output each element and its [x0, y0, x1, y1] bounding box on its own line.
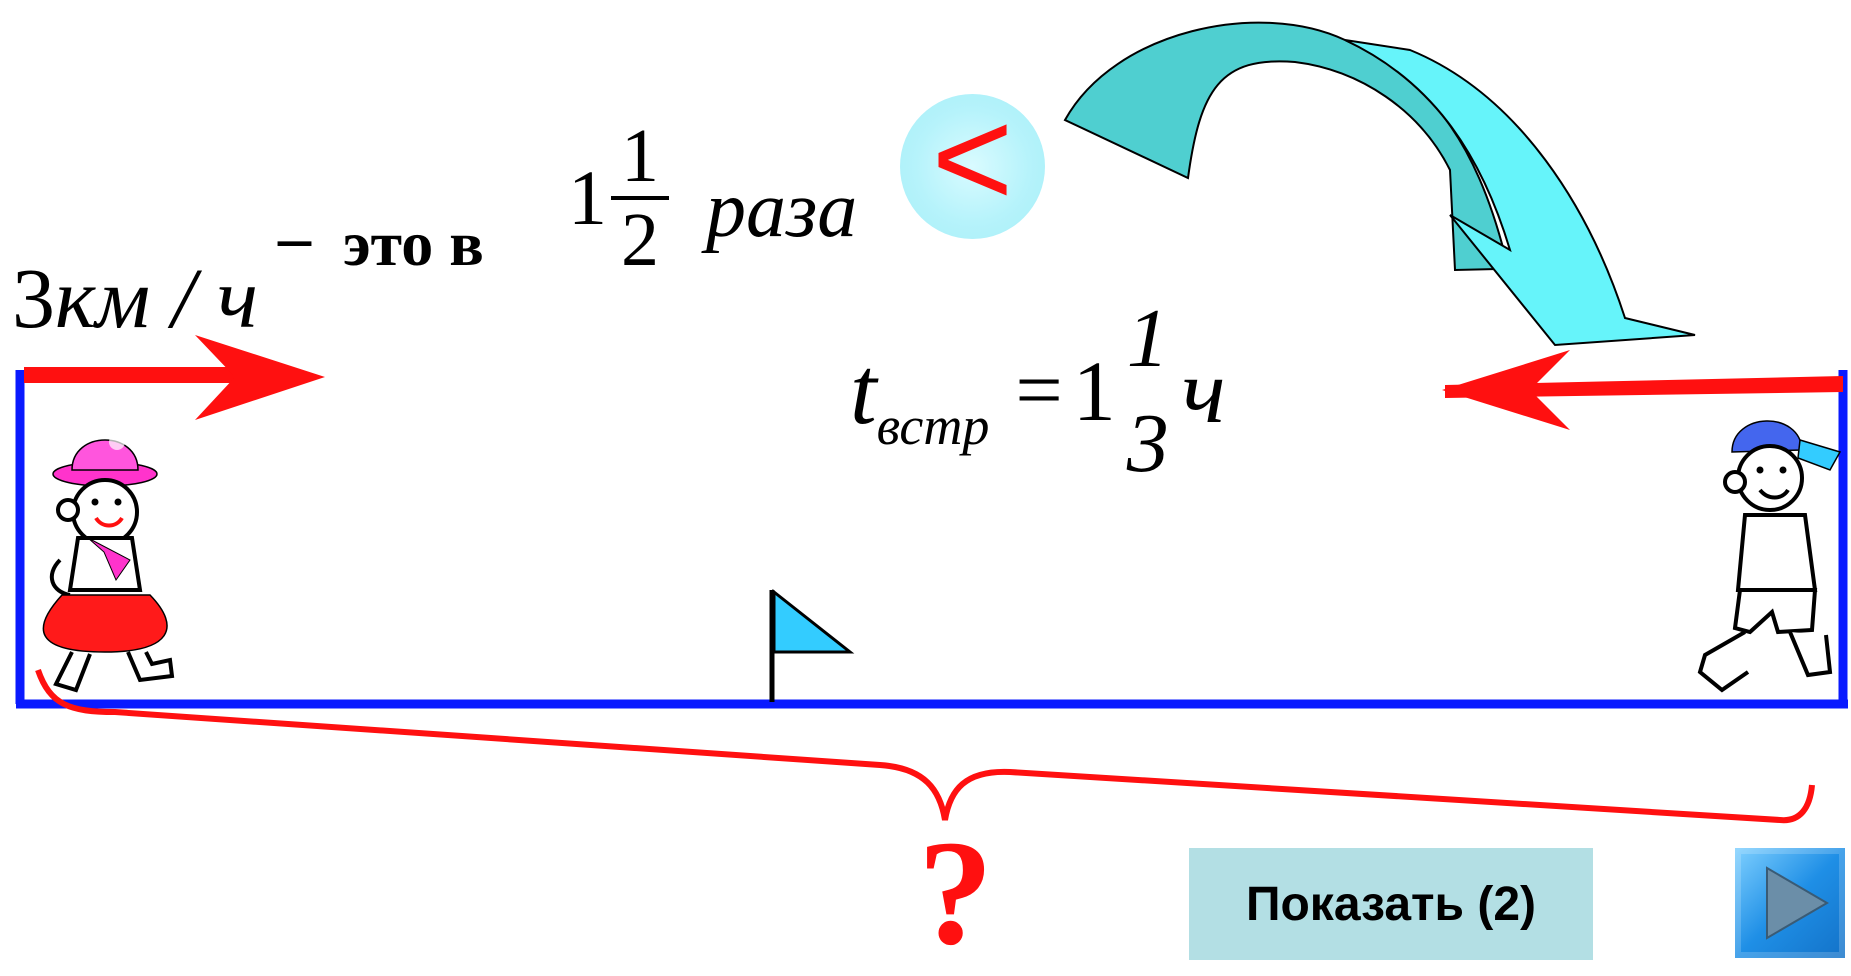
- times-fraction-denominator: 2: [621, 198, 659, 282]
- times-fraction: 1 1 2: [568, 118, 669, 278]
- less-than-sign: <: [931, 78, 1014, 236]
- speed-label: 3км / ч: [12, 255, 258, 341]
- meeting-time-fraction: 1 1 3: [1073, 290, 1176, 492]
- times-fraction-numerator: 1: [621, 114, 659, 198]
- curved-arrow-icon: [1063, 21, 1696, 347]
- meeting-fraction-whole: 1: [1072, 343, 1116, 439]
- track: [15, 370, 1848, 709]
- show-button[interactable]: Показать (2): [1189, 848, 1593, 960]
- play-triangle-icon: [1766, 866, 1829, 940]
- girl-walking-icon: [42, 434, 175, 693]
- left-arrow: [1442, 350, 1843, 430]
- equals-sign: =: [1015, 344, 1063, 437]
- meeting-fraction-denominator: 3: [1126, 397, 1169, 490]
- question-mark: ?: [918, 810, 993, 976]
- comparison-badge: <: [900, 87, 1045, 239]
- fraction-bar: [611, 196, 669, 200]
- flag-icon: [769, 588, 855, 702]
- speed-value: 3: [12, 250, 55, 346]
- times-word: раза: [706, 166, 858, 254]
- meeting-time-unit: ч: [1181, 340, 1226, 442]
- speed-unit: км / ч: [55, 250, 259, 346]
- comparison-text: это в: [343, 208, 484, 279]
- dash: –: [278, 201, 311, 274]
- times-fraction-whole: 1: [568, 154, 607, 241]
- meeting-time-subscript: встр: [876, 396, 990, 456]
- meeting-time-symbol: t: [850, 337, 877, 444]
- meeting-fraction-numerator: 1: [1126, 292, 1169, 385]
- brace: [35, 669, 1815, 824]
- boy-walking-icon: [1697, 420, 1842, 693]
- next-button[interactable]: [1735, 848, 1845, 958]
- right-arrow: [24, 335, 325, 420]
- meeting-time-formula: t встр = 1 1 3 ч: [850, 290, 1226, 492]
